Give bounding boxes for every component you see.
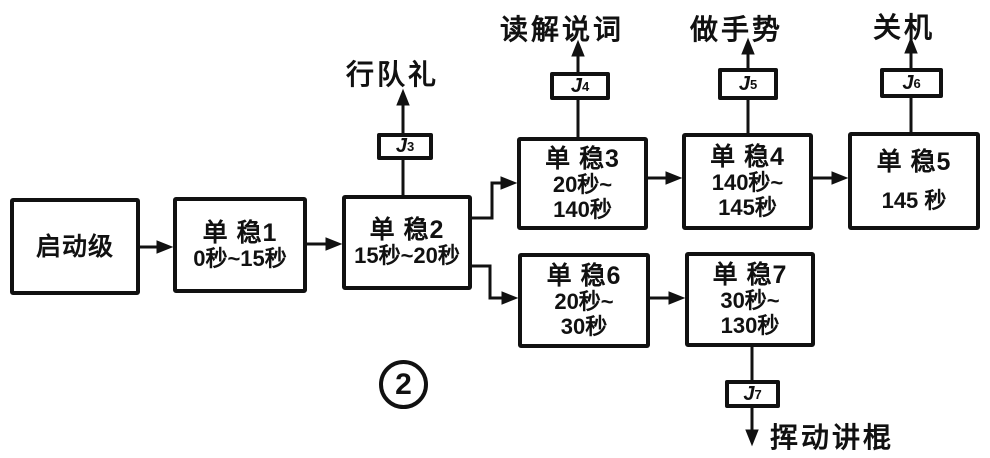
- box-monostable-1: 单 稳1 0秒~15秒: [173, 197, 307, 293]
- box-time-range: 15秒~20秒: [354, 243, 460, 269]
- box-label: 单 稳6: [546, 261, 622, 290]
- relay-label: J: [902, 71, 914, 94]
- action-label-read-commentary: 读解说词: [500, 14, 625, 45]
- action-label-salute: 行队礼: [346, 59, 440, 90]
- arrow-right-icon: [501, 291, 519, 305]
- box-monostable-6: 单 稳6 20秒~ 30秒: [518, 253, 650, 348]
- box-label: 单 稳3: [545, 144, 620, 173]
- relay-subscript: 7: [754, 386, 762, 402]
- box-monostable-7: 单 稳7 30秒~ 130秒: [685, 252, 815, 347]
- box-time-range: 140秒~: [711, 169, 784, 195]
- box-monostable-2: 单 稳2 15秒~20秒: [342, 195, 472, 290]
- box-monostable-5: 单 稳5 145 秒: [848, 132, 980, 230]
- box-time-range: 145秒: [718, 194, 777, 220]
- box-time-range: 30秒: [560, 313, 608, 339]
- relay-subscript: 3: [406, 139, 415, 154]
- relay-subscript: 4: [581, 78, 590, 94]
- box-time-range: 20秒~: [554, 288, 614, 314]
- box-label: 单 稳2: [369, 216, 445, 245]
- relay-subscript: 5: [749, 76, 758, 92]
- box-time-range: 30秒~: [720, 287, 780, 313]
- action-label-gesture: 做手势: [690, 14, 784, 45]
- wire-m2-m3: [470, 181, 514, 220]
- relay-label: J: [395, 135, 407, 157]
- figure-number: 2: [379, 360, 428, 409]
- box-time-range: 20秒~: [552, 171, 613, 197]
- box-label: 单 稳1: [202, 218, 278, 247]
- arrow-right-icon: [500, 176, 518, 190]
- box-monostable-3: 单 稳3 20秒~ 140秒: [517, 137, 648, 230]
- arrow-right-icon: [665, 171, 683, 185]
- relay-label: J: [570, 74, 582, 97]
- action-label-wave-stick: 挥动讲棍: [770, 422, 895, 453]
- box-label: 单 稳4: [710, 142, 785, 171]
- box-time-range: 145 秒: [881, 187, 947, 213]
- box-monostable-4: 单 稳4 140秒~ 145秒: [682, 133, 813, 230]
- arrow-right-icon: [156, 240, 174, 254]
- arrow-right-icon: [831, 171, 849, 185]
- action-label-shutdown: 关机: [873, 12, 936, 43]
- wire-m2-m6: [470, 264, 515, 300]
- box-label: 启动级: [35, 232, 114, 261]
- arrow-down-icon: [745, 429, 759, 447]
- box-time-range: 140秒: [553, 196, 612, 222]
- box-label: 单 稳5: [876, 148, 952, 177]
- arrow-right-icon: [325, 237, 343, 251]
- box-time-range: 130秒: [720, 312, 780, 338]
- relay-label: J: [738, 72, 750, 95]
- arrow-right-icon: [668, 291, 686, 305]
- relay-subscript: 6: [913, 75, 921, 91]
- box-label: 单 稳7: [712, 260, 788, 289]
- box-start-stage: 启动级: [10, 198, 140, 295]
- box-time-range: 0秒~15秒: [193, 245, 287, 271]
- relay-label: J: [743, 382, 755, 405]
